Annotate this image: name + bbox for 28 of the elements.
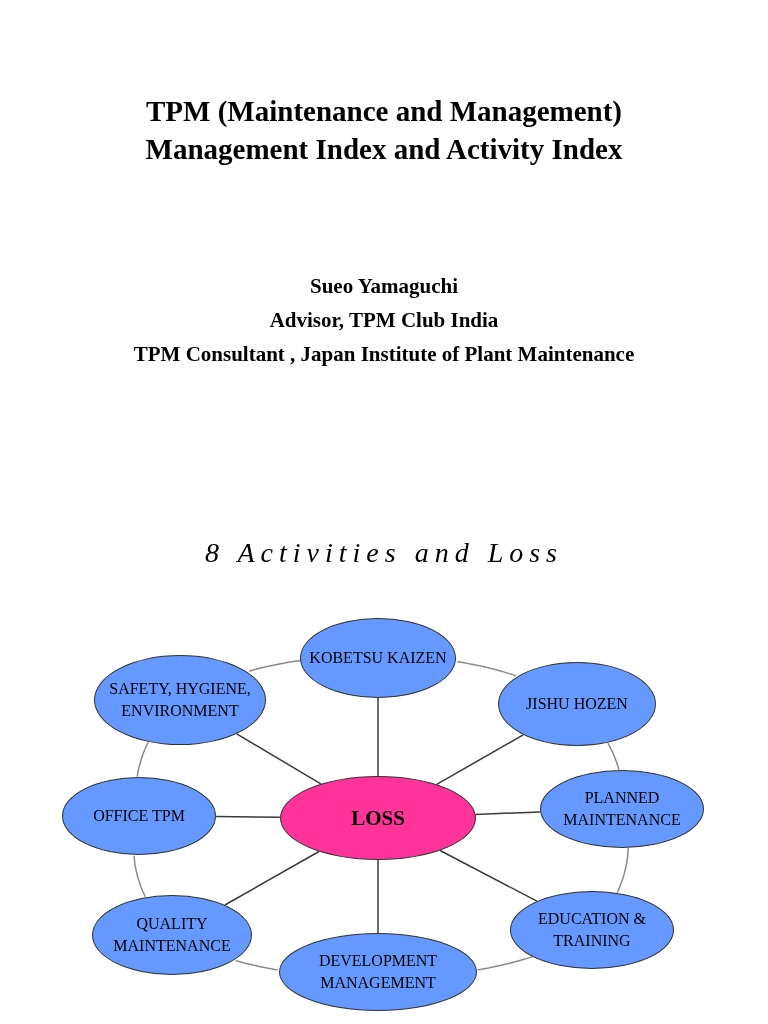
node-label: KOBETSU KAIZEN bbox=[309, 648, 447, 668]
ring-line bbox=[476, 955, 533, 971]
node-label: OFFICE TPM bbox=[93, 806, 185, 826]
connector-line bbox=[215, 815, 281, 818]
node-label: QUALITY MAINTENANCE bbox=[112, 914, 232, 956]
connector-line bbox=[377, 859, 379, 934]
connector-line bbox=[377, 697, 379, 777]
node-label: PLANNED MAINTENANCE bbox=[562, 788, 682, 830]
node-label: LOSS bbox=[351, 805, 405, 831]
node-label: EDUCATION & TRAINING bbox=[537, 909, 647, 951]
node-label: JISHU HOZEN bbox=[526, 694, 628, 714]
connector-line bbox=[235, 733, 322, 785]
section-heading: 8 Activities and Loss bbox=[203, 536, 564, 570]
node-label: DEVELOPMENT MANAGEMENT bbox=[317, 951, 439, 993]
ring-line bbox=[607, 742, 620, 771]
ring-line bbox=[248, 659, 301, 672]
connector-line bbox=[439, 849, 538, 902]
ring-line bbox=[136, 741, 149, 778]
node-label: SAFETY, HYGIENE, ENVIRONMENT bbox=[108, 679, 252, 721]
title: TPM (Maintenance and Management) Management Index and Activity Index bbox=[144, 94, 624, 167]
ring-line bbox=[234, 959, 279, 971]
author-line: Sueo Yamaguchi bbox=[310, 273, 458, 300]
connector-line bbox=[435, 734, 525, 786]
author-line: TPM Consultant , Japan Institute of Plant Maintenance bbox=[133, 341, 635, 368]
connector-line bbox=[474, 811, 541, 816]
connector-line bbox=[224, 850, 320, 906]
ring-line bbox=[456, 660, 517, 677]
author-line: Advisor, TPM Club India bbox=[269, 307, 499, 334]
